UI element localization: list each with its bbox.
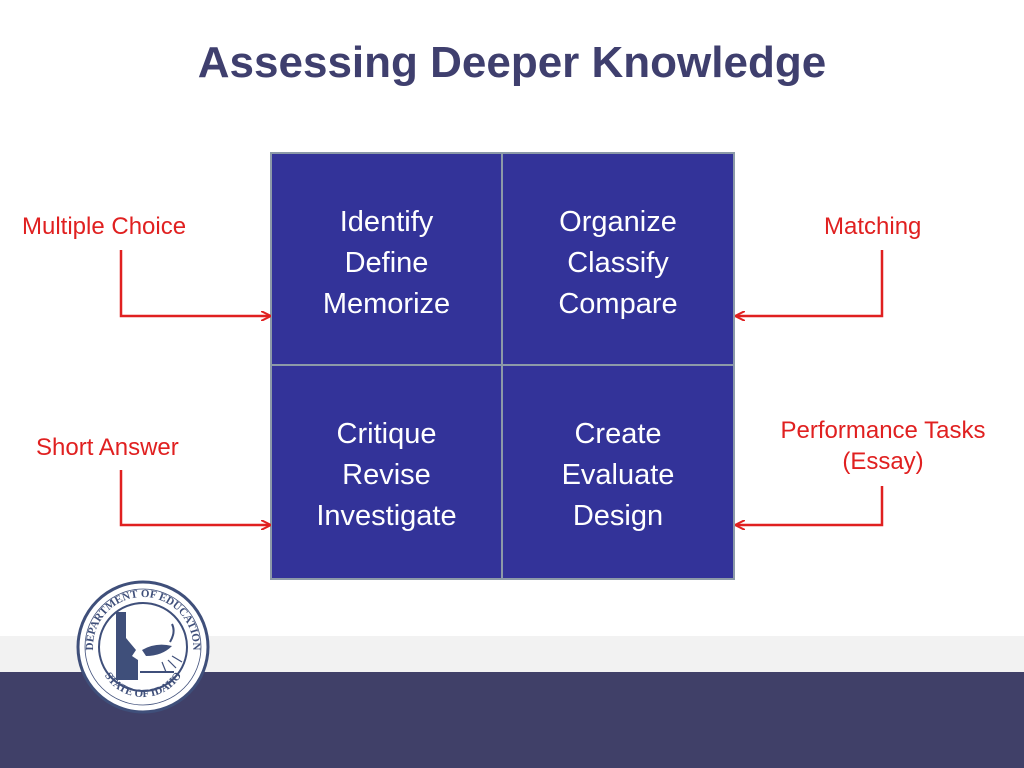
cell-text: Memorize xyxy=(322,288,451,320)
cell-text: Critique xyxy=(336,418,437,450)
cell-text: Define xyxy=(344,247,429,279)
cell-text: Classify xyxy=(567,247,669,279)
cell-text: Revise xyxy=(342,459,431,491)
cell-text: Compare xyxy=(558,288,678,320)
lamp-icon xyxy=(142,644,172,656)
cell-text: Design xyxy=(572,500,664,532)
cell-text: Investigate xyxy=(316,500,457,532)
label-line: (Essay) xyxy=(842,448,924,475)
arrow-matching xyxy=(736,250,884,316)
idaho-education-seal-logo: DEPARTMENT OF EDUCATION STATE OF IDAHO xyxy=(76,580,210,714)
cell-text: Evaluate xyxy=(561,459,675,491)
label-performance-tasks: Performance Tasks (Essay) xyxy=(762,415,1004,477)
arrow-short-answer xyxy=(119,470,270,525)
arrow-performance-tasks xyxy=(736,486,884,525)
slide-title: Assessing Deeper Knowledge xyxy=(197,38,827,87)
label-short-answer: Short Answer xyxy=(36,434,179,461)
cell-top-left: Identify Define Memorize xyxy=(270,152,503,366)
cell-text: Identify xyxy=(339,206,434,238)
label-matching: Matching xyxy=(824,213,922,240)
cell-bottom-right: Create Evaluate Design xyxy=(501,364,735,580)
idaho-state-icon xyxy=(116,612,138,680)
label-multiple-choice: Multiple Choice xyxy=(22,213,187,240)
cell-bottom-left: Critique Revise Investigate xyxy=(270,364,503,580)
arrow-multiple-choice xyxy=(119,250,270,316)
label-line: Performance Tasks xyxy=(780,417,986,444)
knowledge-grid: Identify Define Memorize Organize Classi… xyxy=(270,152,735,580)
cell-text: Create xyxy=(574,418,662,450)
cell-top-right: Organize Classify Compare xyxy=(501,152,735,366)
cell-text: Organize xyxy=(559,206,677,238)
